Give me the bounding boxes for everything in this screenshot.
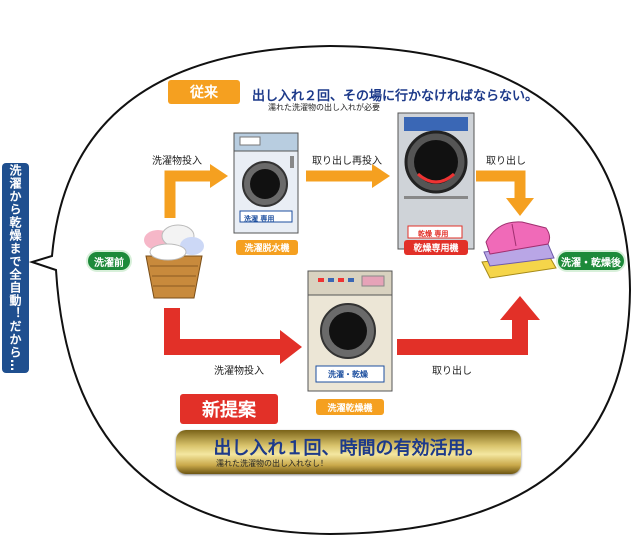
red-arrow-down-right (164, 308, 302, 364)
washer-extractor-label: 洗濯脱水機 (236, 240, 298, 255)
old-method-headline: 出し入れ２回、その場に行かなければならない。 (252, 89, 539, 104)
washer-panel-text: 洗濯 専用 (244, 215, 275, 223)
laundry-basket-icon (144, 224, 204, 299)
washer-dryer-icon (307, 270, 393, 392)
side-tab-caption: 洗濯から乾燥まで全自動！だから… (2, 163, 29, 373)
old-method-tag: 従来 (168, 80, 240, 104)
washer-dryer-panel-text: 洗濯・乾燥 (328, 370, 368, 379)
orange-arrow-up-right (164, 164, 228, 218)
orange-arrow-middle (306, 164, 390, 188)
dryer-panel-text: 乾燥 専用 (418, 230, 449, 238)
red-arrow-up-right (397, 296, 540, 355)
start-label: 洗濯前 (86, 250, 132, 272)
dryer-icon (397, 112, 475, 250)
new-method-headline: 出し入れ１回、時間の有効活用。 (213, 438, 484, 459)
dryer-label: 乾燥専用機 (404, 240, 468, 255)
old-step2-label: 取り出し再投入 (312, 156, 382, 167)
old-method-note: 濡れた洗濯物の出し入れが必要 (268, 103, 380, 112)
folded-laundry-icon (481, 221, 557, 279)
old-step1-label: 洗濯物投入 (152, 156, 202, 167)
new-method-banner: 出し入れ１回、時間の有効活用。 濡れた洗濯物の出し入れなし！ (176, 430, 521, 474)
new-method-note: 濡れた洗濯物の出し入れなし！ (216, 459, 328, 468)
old-step3-label: 取り出し (486, 156, 526, 167)
washer-extractor-icon (233, 132, 299, 234)
orange-arrow-down-right (476, 170, 534, 216)
end-label: 洗濯・乾燥後 (556, 250, 626, 272)
new-step1-label: 洗濯物投入 (214, 366, 264, 377)
washer-dryer-label: 洗濯乾燥機 (316, 399, 384, 415)
new-method-tag: 新提案 (180, 394, 278, 424)
new-step2-label: 取り出し (432, 366, 472, 377)
